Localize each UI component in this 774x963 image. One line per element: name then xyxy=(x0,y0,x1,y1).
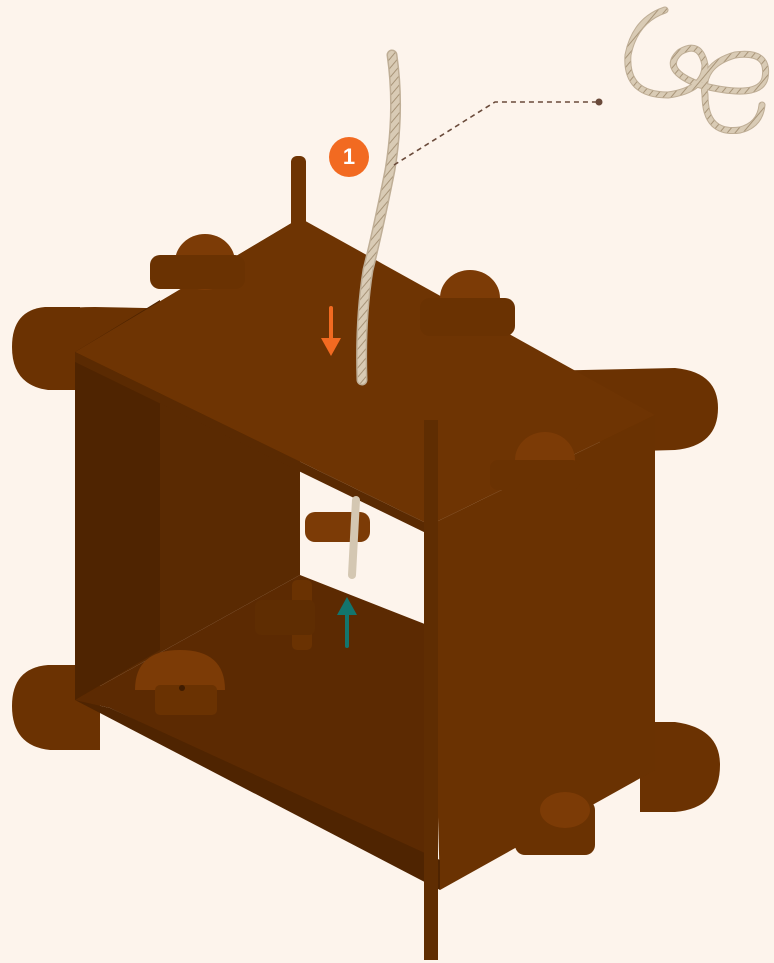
top-left-clip xyxy=(150,234,245,290)
rope-inside xyxy=(352,500,356,575)
callout-leader-line xyxy=(394,102,598,165)
rope-coil-icon xyxy=(628,10,766,131)
step-number-badge: 1 xyxy=(329,137,369,177)
top-peg xyxy=(291,156,306,306)
top-right-clip xyxy=(420,270,515,336)
front-post xyxy=(424,420,438,960)
bottom-right-clip xyxy=(515,792,595,855)
